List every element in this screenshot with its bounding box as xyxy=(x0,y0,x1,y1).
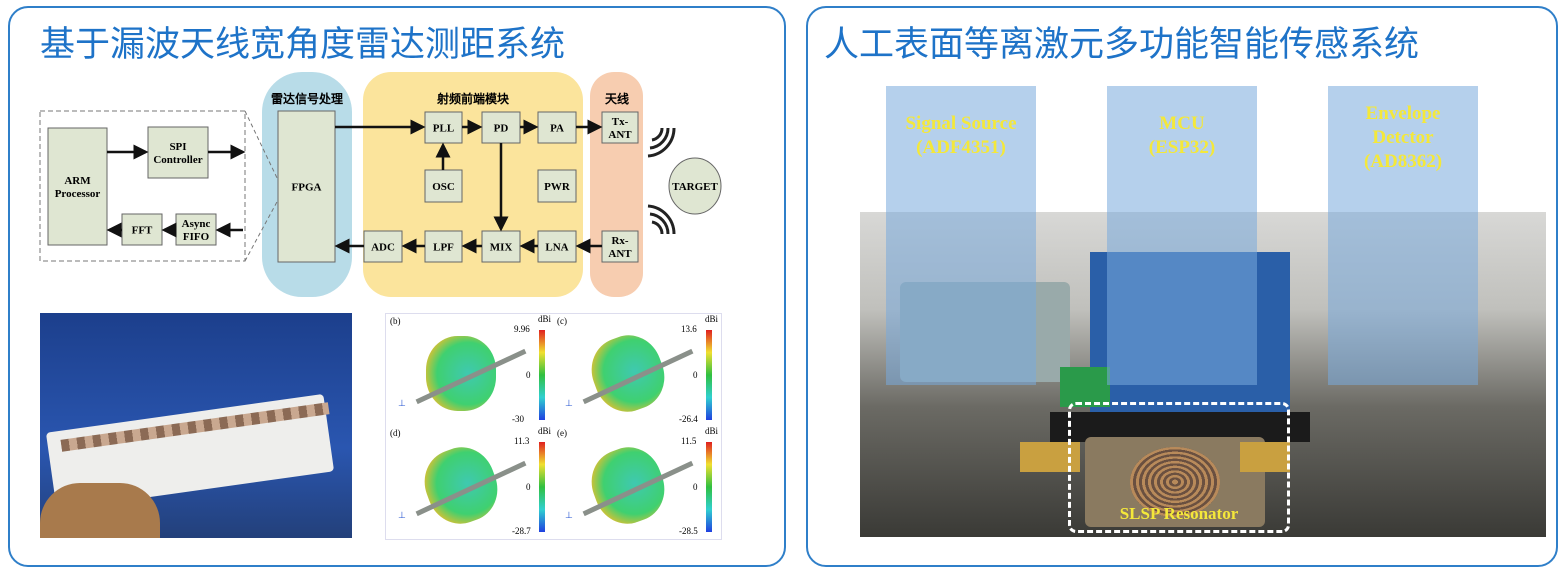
colorbar-max: 11.3 xyxy=(514,436,530,446)
pattern-label: (c) xyxy=(557,316,567,326)
signal-source-label: Signal Source(ADF4351) xyxy=(905,113,1017,158)
pa-label: PA xyxy=(550,123,564,135)
fifo-label: Async xyxy=(182,218,211,230)
colorbar-unit: dBi xyxy=(538,314,552,324)
spi-label: SPI xyxy=(169,141,186,153)
colorbar-unit: dBi xyxy=(705,426,719,436)
adc-block xyxy=(363,230,403,263)
colorbar xyxy=(706,330,712,420)
osc-label: OSC xyxy=(432,181,455,193)
slsp-resonator-box: SLSP Resonator xyxy=(1068,402,1290,533)
pattern-lobe xyxy=(415,438,507,533)
left-panel-title: 基于漏波天线宽角度雷达测距系统 xyxy=(40,25,566,65)
radiation-pattern: (d) dBi 11.3 0 -28.7 ⊥ xyxy=(386,426,553,538)
lna-block xyxy=(537,230,577,263)
colorbar-max: 11.5 xyxy=(681,436,697,446)
lpf-block xyxy=(424,230,463,263)
pattern-label: (b) xyxy=(390,316,401,326)
antenna-photo xyxy=(40,313,352,538)
arm-block xyxy=(47,127,108,246)
fpga-label: FPGA xyxy=(292,182,322,194)
arm-label: Processor xyxy=(55,188,101,200)
osc-block xyxy=(424,169,463,203)
target-label: TARGET xyxy=(672,181,718,193)
rx-label: ANT xyxy=(608,248,632,260)
right-panel-title: 人工表面等离激元多功能智能传感系统 xyxy=(824,25,1420,65)
axis-triad-icon: ⊥ xyxy=(398,398,406,408)
target-circle xyxy=(668,157,722,215)
colorbar xyxy=(539,330,545,420)
axis-triad-icon: ⊥ xyxy=(398,510,406,520)
pll-block xyxy=(424,111,463,144)
rx-block xyxy=(601,230,639,263)
colorbar-max: 9.96 xyxy=(514,324,530,334)
pwr-block xyxy=(537,169,577,203)
lna-label: LNA xyxy=(545,242,568,254)
radiation-pattern: (b) dBi 9.96 0 -30 ⊥ xyxy=(386,314,553,426)
colorbar-min: -28.5 xyxy=(679,526,698,536)
mcu-label: MCU(ESP32) xyxy=(1148,113,1216,158)
arm-label: ARM xyxy=(64,175,91,187)
colorbar xyxy=(706,442,712,532)
pa-block xyxy=(537,111,577,144)
colorbar-min: -30 xyxy=(512,414,524,424)
pd-label: PD xyxy=(494,123,509,135)
arm-subsystem-dashed-box xyxy=(39,110,246,262)
antenna-label: 天线 xyxy=(605,91,629,106)
pattern-lobe xyxy=(582,326,674,421)
fifo-label: FIFO xyxy=(183,231,210,243)
colorbar-unit: dBi xyxy=(705,314,719,324)
colorbar-max: 13.6 xyxy=(681,324,697,334)
tx-label: ANT xyxy=(608,129,632,141)
slsp-resonator-label: SLSP Resonator xyxy=(1119,504,1239,523)
signal-processing-label: 雷达信号处理 xyxy=(271,91,343,106)
rx-label: Rx- xyxy=(611,235,628,247)
colorbar-unit: dBi xyxy=(538,426,552,436)
colorbar-min: -28.7 xyxy=(512,526,531,536)
mix-label: MIX xyxy=(490,242,513,254)
lpf-label: LPF xyxy=(433,242,454,254)
axis-triad-icon: ⊥ xyxy=(565,398,573,408)
tx-wave-icon xyxy=(647,127,676,235)
colorbar xyxy=(539,442,545,532)
pattern-lobe xyxy=(582,438,674,533)
colorbar-min: -26.4 xyxy=(679,414,698,424)
colorbar-mid: 0 xyxy=(693,370,698,380)
spi-label: Controller xyxy=(153,154,202,166)
axis-triad-icon: ⊥ xyxy=(565,510,573,520)
colorbar-mid: 0 xyxy=(693,482,698,492)
signal-source-overlay: Signal Source(ADF4351) xyxy=(886,86,1036,385)
colorbar-mid: 0 xyxy=(526,370,531,380)
colorbar-mid: 0 xyxy=(526,482,531,492)
radiation-pattern: (e) dBi 11.5 0 -28.5 ⊥ xyxy=(553,426,720,538)
fft-label: FFT xyxy=(132,225,153,237)
pattern-lobe xyxy=(426,336,496,411)
radiation-pattern-grid: (b) dBi 9.96 0 -30 ⊥(c) dBi 13.6 0 -26.4… xyxy=(385,313,722,540)
tx-label: Tx- xyxy=(612,116,629,128)
radiation-pattern: (c) dBi 13.6 0 -26.4 ⊥ xyxy=(553,314,720,426)
rf-frontend-label: 射频前端模块 xyxy=(436,91,510,106)
fpga-block xyxy=(277,110,336,263)
adc-label: ADC xyxy=(371,242,395,254)
pattern-label: (d) xyxy=(390,428,401,438)
pwr-label: PWR xyxy=(544,181,571,193)
pll-label: PLL xyxy=(433,123,454,135)
pattern-label: (e) xyxy=(557,428,567,438)
mcu-overlay: MCU(ESP32) xyxy=(1107,86,1257,385)
